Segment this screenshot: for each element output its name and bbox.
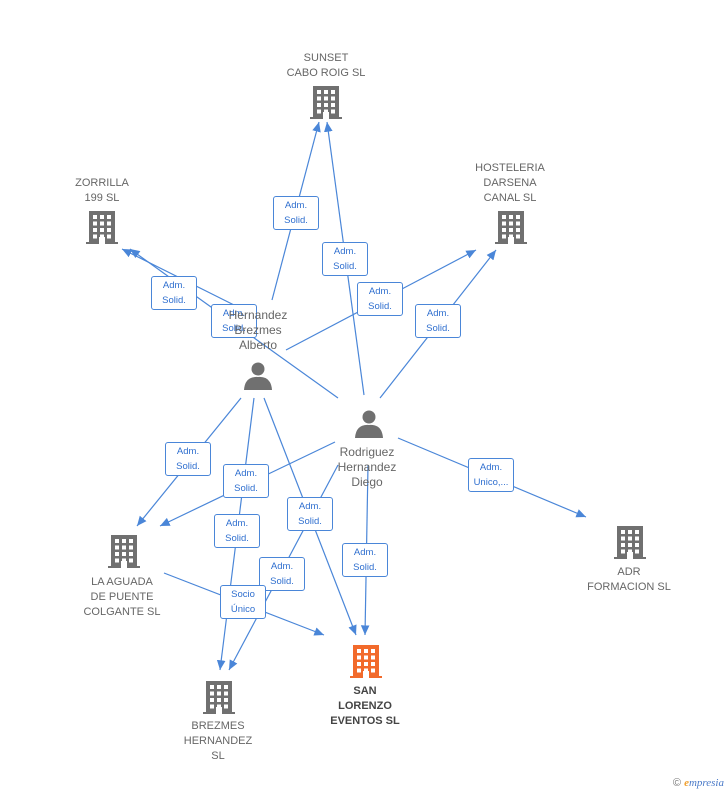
person-icon-person2[interactable]	[355, 410, 383, 439]
edge-label-person2-to-sanlorenzo[interactable]: Adm. Solid.	[342, 543, 388, 577]
building-icon-hosteleria[interactable]	[495, 211, 527, 244]
building-icon-sanlorenzo[interactable]	[350, 645, 382, 678]
node-label-brezmes[interactable]: BREZMES HERNANDEZ SL	[183, 720, 253, 762]
copyright-symbol: ©	[672, 777, 681, 789]
empresia-watermark[interactable]: © empresia	[673, 777, 724, 789]
node-label-aguada[interactable]: LA AGUADA DE PUENTE COLGANTE SL	[83, 576, 161, 618]
edge-label-person1-to-sunset[interactable]: Adm. Solid.	[273, 196, 319, 230]
edge-label-person2-to-adr[interactable]: Adm. Unico,...	[468, 458, 514, 492]
building-icon-brezmes[interactable]	[203, 681, 235, 714]
edge-label-person2-to-sunset[interactable]: Adm. Solid.	[322, 242, 368, 276]
edge-label-person1-to-aguada[interactable]: Adm. Solid.	[165, 442, 211, 476]
brand-name: empresia	[684, 777, 724, 789]
node-label-adr[interactable]: ADR FORMACION SL	[587, 566, 671, 593]
edge-label-person2-to-hosteleria[interactable]: Adm. Solid.	[415, 304, 461, 338]
person-icon-person1[interactable]	[244, 362, 272, 391]
node-label-person2[interactable]: Rodriguez Hernandez Diego	[337, 445, 397, 489]
edge-label-person1-to-zorrilla[interactable]: Adm. Solid.	[151, 276, 197, 310]
edge-label-person2-to-brezmes[interactable]: Adm. Solid.	[259, 557, 305, 591]
building-icon-adr[interactable]	[614, 526, 646, 559]
edge-label-person2-to-zorrilla[interactable]: Adm. Solid.	[211, 304, 257, 338]
node-label-zorrilla[interactable]: ZORRILLA 199 SL	[75, 177, 129, 204]
building-icon-aguada[interactable]	[108, 535, 140, 568]
node-label-hosteleria[interactable]: HOSTELERIA DARSENA CANAL SL	[475, 162, 545, 204]
building-icon-sunset[interactable]	[310, 86, 342, 119]
edge-label-aguada-to-sanlorenzo[interactable]: Socio Único	[220, 585, 266, 619]
edge-label-person1-to-hosteleria[interactable]: Adm. Solid.	[357, 282, 403, 316]
icons-layer	[86, 86, 646, 714]
edge-label-person1-to-brezmes[interactable]: Adm. Solid.	[214, 514, 260, 548]
node-label-sunset[interactable]: SUNSET CABO ROIG SL	[286, 52, 366, 79]
node-label-person1[interactable]: Hernandez Brezmes Alberto	[228, 308, 288, 352]
edge-label-person1-to-sanlorenzo[interactable]: Adm. Solid.	[287, 497, 333, 531]
building-icon-zorrilla[interactable]	[86, 211, 118, 244]
node-label-sanlorenzo[interactable]: SAN LORENZO EVENTOS SL	[330, 685, 400, 727]
edge-label-person2-to-aguada[interactable]: Adm. Solid.	[223, 464, 269, 498]
